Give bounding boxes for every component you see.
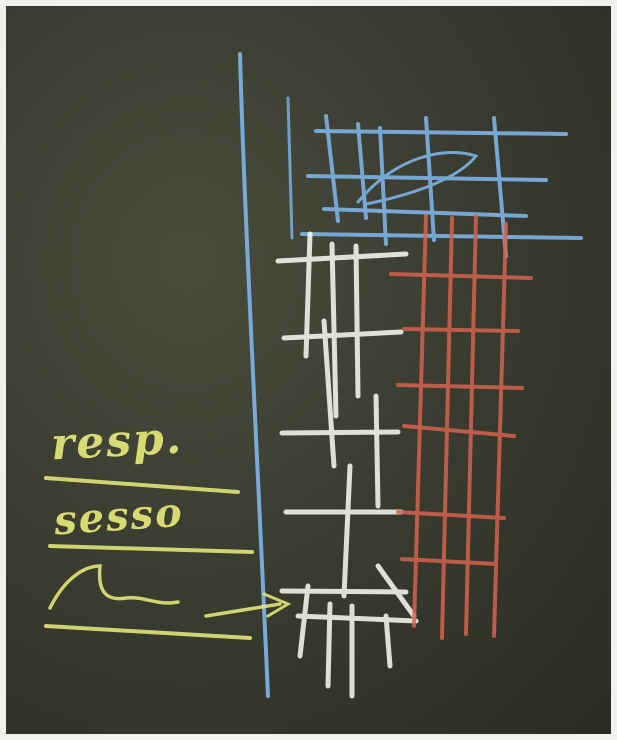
- blue-vertical-divider: [240, 54, 268, 696]
- blue-short-vertical: [288, 98, 292, 238]
- red-grid: [391, 216, 531, 638]
- white-grid: [278, 234, 416, 696]
- chalk-drawing: [6, 6, 611, 734]
- blue-grid: [302, 116, 581, 256]
- handwritten-resp: resp.: [50, 413, 185, 471]
- handwritten-sesso: sesso: [53, 489, 186, 545]
- chalkboard: resp. sesso: [6, 6, 611, 734]
